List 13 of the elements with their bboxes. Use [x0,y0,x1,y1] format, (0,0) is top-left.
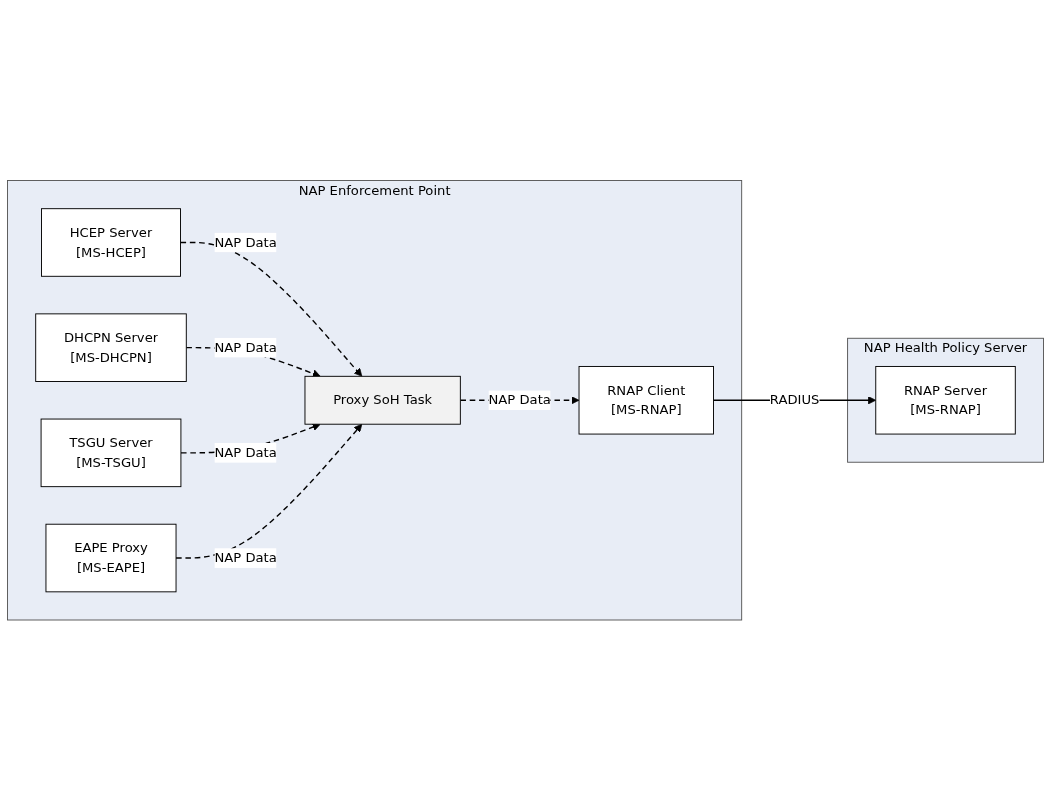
node-box: DHCPN Server [MS-DHCPN] [35,313,187,382]
edge-label: NAP Data [214,444,277,460]
edge-label: NAP Data [488,392,551,408]
node-box: Proxy SoH Task [304,375,461,425]
node-box: TSGU Server [MS-TSGU] [40,418,182,487]
edge-label: RADIUS [769,392,820,408]
edge-label: NAP Data [214,549,277,565]
node-box: RNAP Client [MS-RNAP] [578,365,714,435]
edge-label: NAP Data [214,339,277,355]
edge-label: NAP Data [214,234,277,250]
node-box: EAPE Proxy [MS-EAPE] [45,523,177,593]
node-box: RNAP Server [MS-RNAP] [875,365,1016,435]
node-box: HCEP Server [MS-HCEP] [41,207,181,277]
